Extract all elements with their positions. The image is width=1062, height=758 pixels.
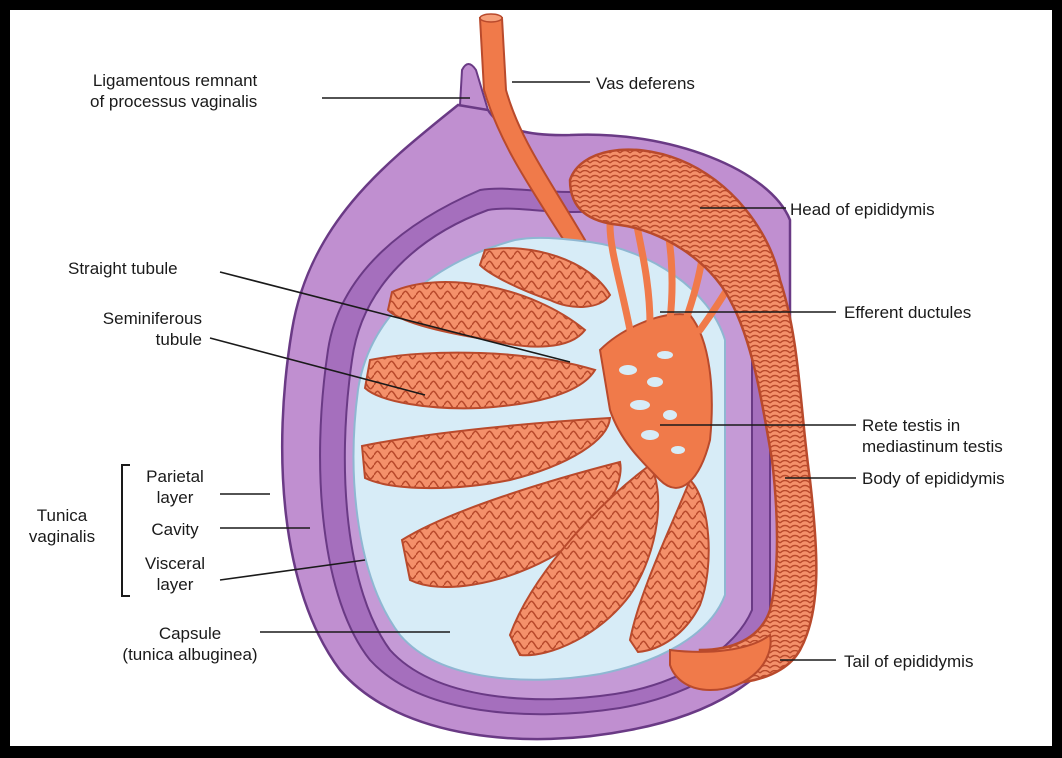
label-cavity: Cavity xyxy=(151,520,199,539)
label-head-of-epididymis: Head of epididymis xyxy=(790,200,935,219)
diagram-canvas: Ligamentous remnant of processus vaginal… xyxy=(10,10,1052,746)
label-rete-testis: Rete testis in mediastinum testis xyxy=(862,416,1003,456)
label-seminiferous-tubule: Seminiferous tubule xyxy=(102,309,202,349)
leader-lines xyxy=(209,81,856,661)
label-straight-tubule: Straight tubule xyxy=(68,259,178,278)
label-tunica-vaginalis: Tunica vaginalis xyxy=(28,506,96,546)
label-ligamentous-remnant: Ligamentous remnant of processus vaginal… xyxy=(90,71,258,111)
label-parietal-layer: Parietal layer xyxy=(146,467,204,507)
rete-testis-network xyxy=(598,313,713,489)
label-vas-deferens: Vas deferens xyxy=(596,74,695,93)
label-capsule: Capsule (tunica albuginea) xyxy=(122,624,258,664)
vas-deferens-opening xyxy=(479,13,503,23)
label-tail-of-epididymis: Tail of epididymis xyxy=(844,652,974,671)
label-efferent-ductules: Efferent ductules xyxy=(844,303,972,322)
tunica-bracket xyxy=(121,464,130,597)
vas-deferens-shape xyxy=(478,17,587,252)
testis-illustration xyxy=(121,13,856,741)
label-visceral-layer: Visceral layer xyxy=(144,554,206,594)
label-body-of-epididymis: Body of epididymis xyxy=(862,469,1005,488)
epididymis-shape xyxy=(568,148,818,692)
